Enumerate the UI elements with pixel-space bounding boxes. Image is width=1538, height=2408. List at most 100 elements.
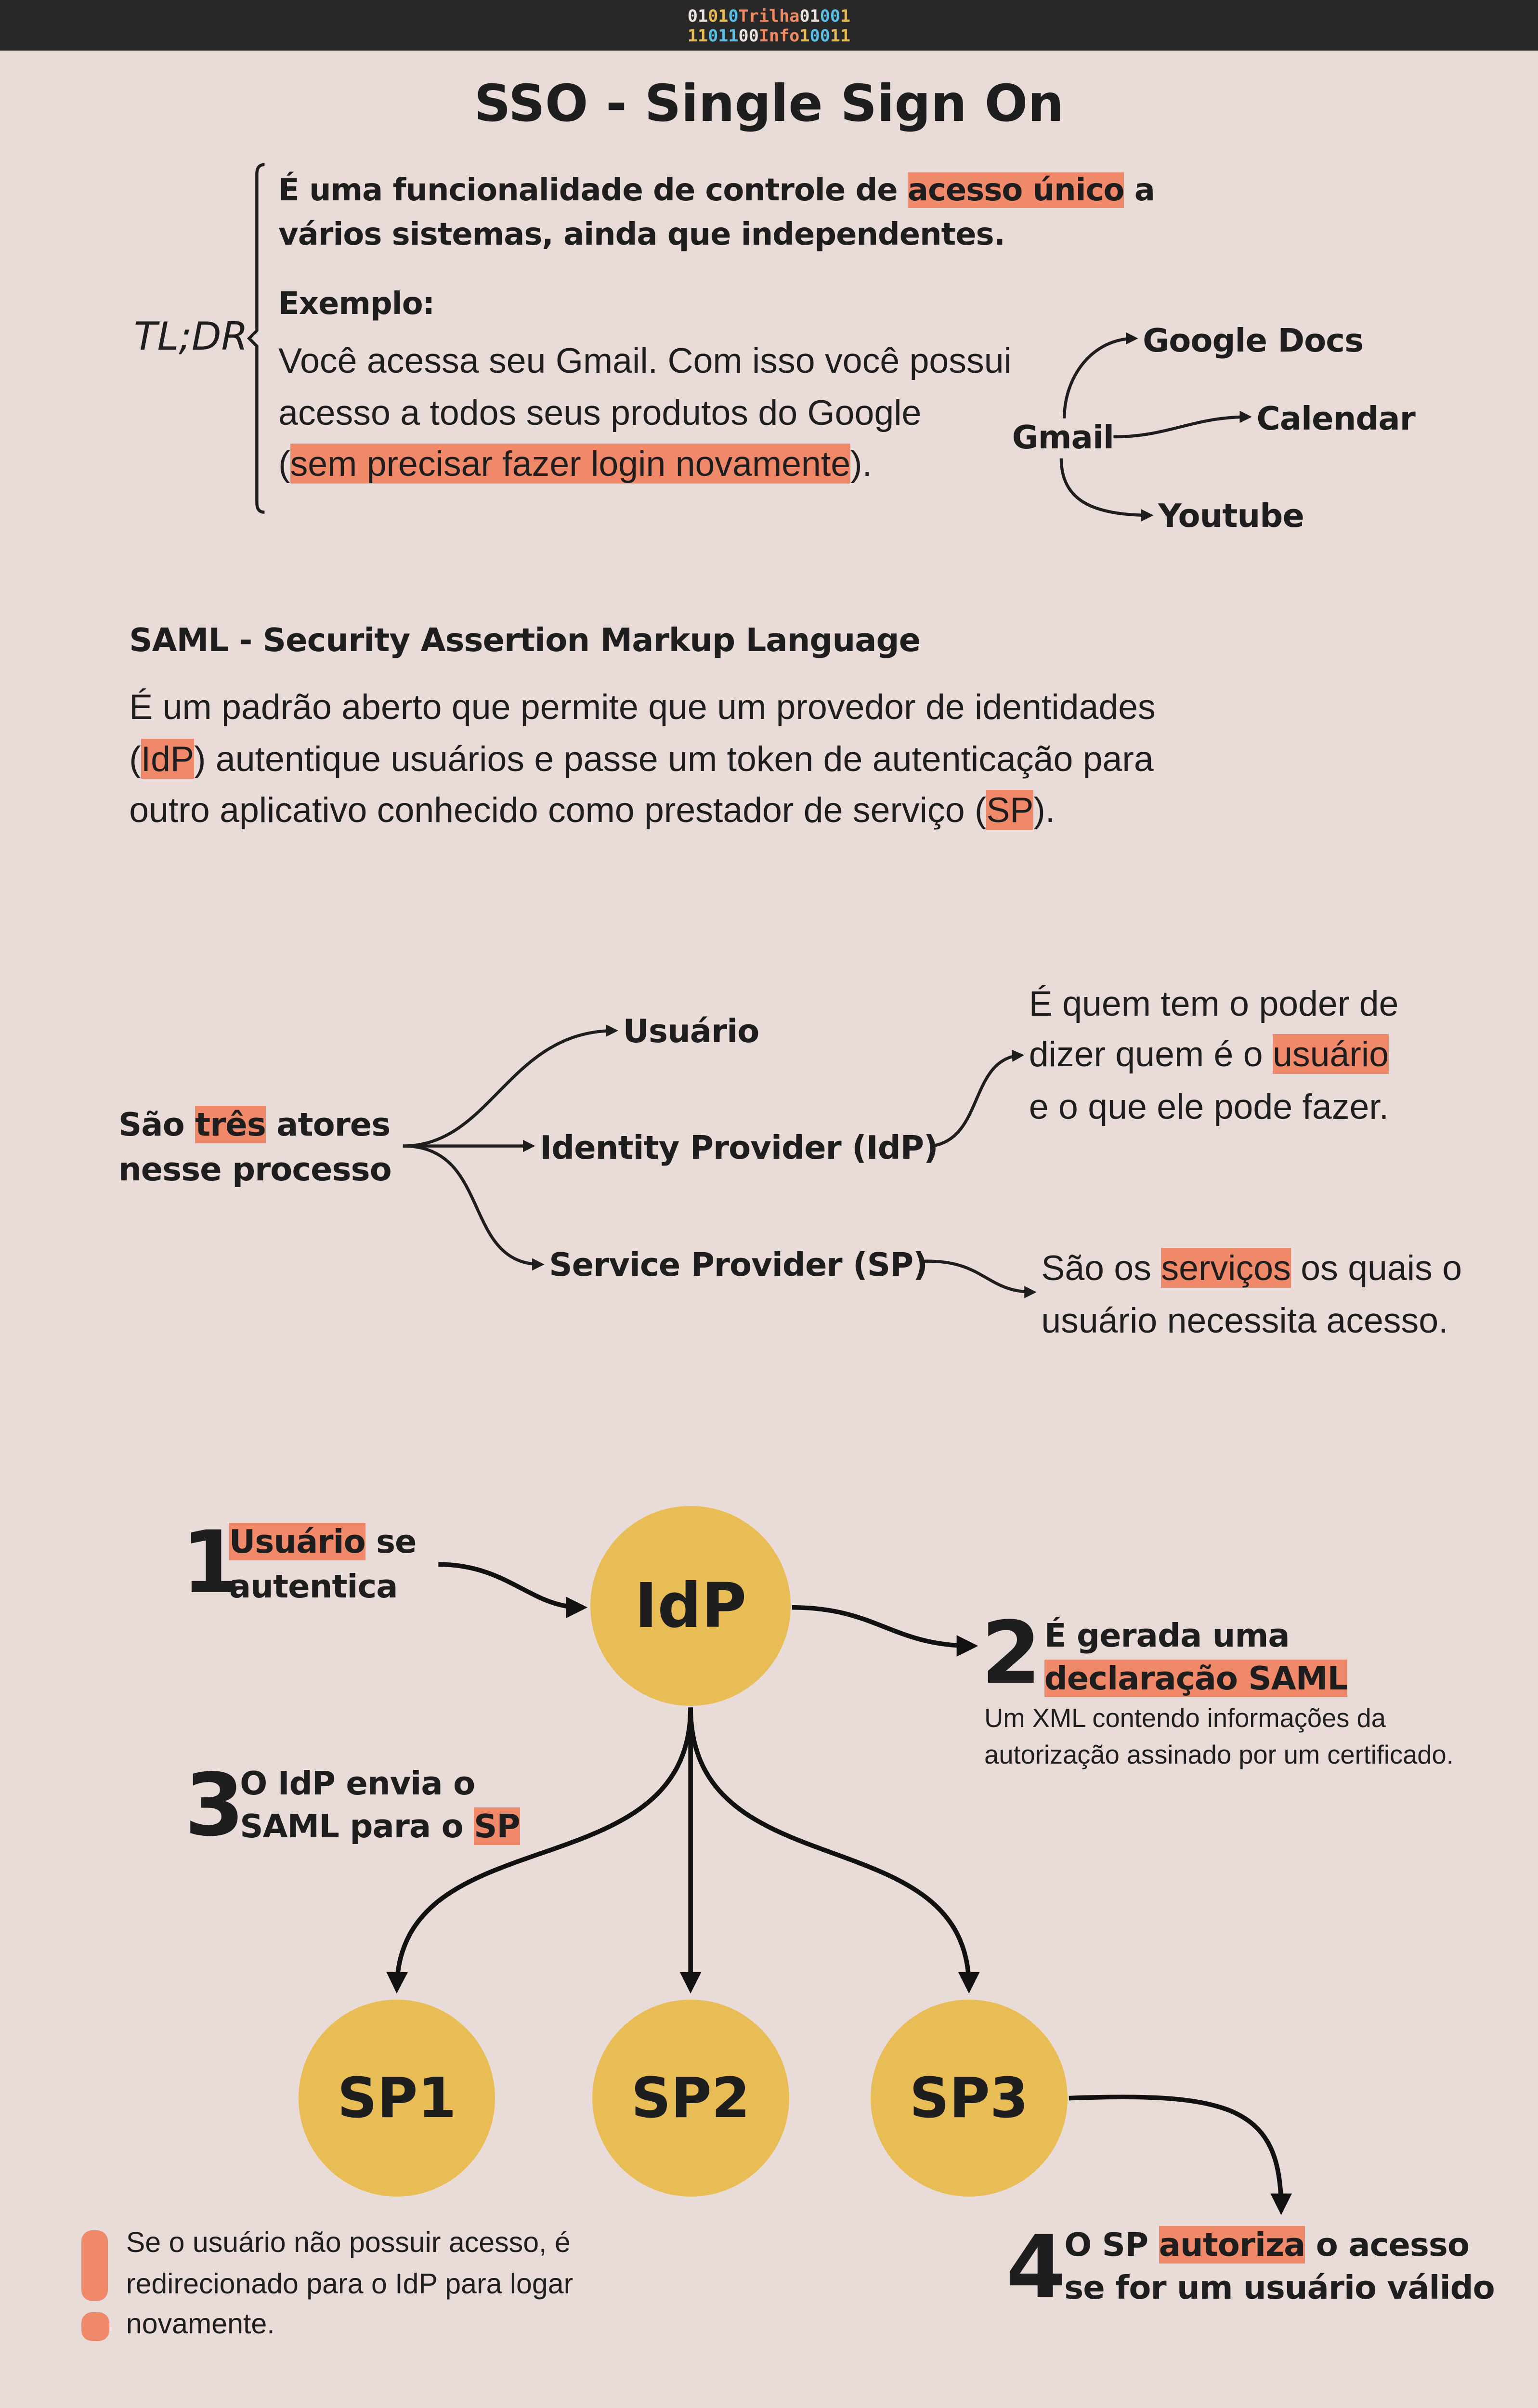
arrow-gmail-docs (1063, 332, 1138, 419)
step-4-line-2: se for um usuário válido (1064, 2269, 1495, 2307)
arrow-idp-sp3 (688, 1707, 980, 1994)
arrow-sp-desc (919, 1259, 1037, 1298)
sp3-circle: SP3 (870, 2000, 1068, 2197)
highlight: sem precisar fazer login novamente (290, 443, 851, 484)
saml-line-3: outro aplicativo conhecido como prestado… (129, 789, 1055, 830)
text: ). (850, 443, 873, 484)
arrow-step1-idp (438, 1562, 588, 1619)
brand-segment: 1 (840, 6, 851, 26)
step-2-desc-2: autorização assinado por um certificado. (984, 1740, 1454, 1770)
brand-segment: Trilha (738, 6, 800, 26)
arrow-sp3-step4 (1069, 2094, 1292, 2215)
gmail-label: Gmail (1012, 418, 1114, 456)
arrow-gmail-calendar (1113, 410, 1252, 439)
brand-line-1: 01010Trilha01001 (0, 6, 1538, 26)
sp-desc-1: São os serviços os quais o (1041, 1247, 1462, 1288)
arrow-idp-sp1 (386, 1707, 693, 1994)
brand-segment: 01 (708, 6, 729, 26)
note-line-3: novamente. (126, 2308, 275, 2340)
exclamation-bar (81, 2230, 108, 2302)
example-line-3: (sem precisar fazer login novamente). (278, 443, 872, 484)
text: os quais o (1290, 1248, 1462, 1288)
tldr-line-2: vários sistemas, ainda que independentes… (278, 217, 1005, 253)
text: se (365, 1523, 417, 1561)
sp-desc-2: usuário necessita acesso. (1041, 1300, 1448, 1340)
brand-segment: 00 (820, 6, 841, 26)
text: ( (278, 443, 290, 484)
highlight: usuário (1273, 1034, 1389, 1074)
step-1-line-2: autentica (229, 1567, 398, 1605)
text: o acesso (1305, 2225, 1470, 2264)
text: O SP (1064, 2225, 1159, 2264)
highlight: Usuário (229, 1523, 366, 1561)
arrow-actors-user (403, 1024, 618, 1148)
arrow-idp-desc (932, 1049, 1025, 1148)
tldr-line-1: É uma funcionalidade de controle de aces… (278, 172, 1155, 208)
page-title: SSO - Single Sign On (474, 74, 1064, 133)
step-1-line-1: Usuário se (229, 1523, 417, 1561)
brand-line-2: 1101100Info10011 (0, 26, 1538, 46)
text: ) autentique usuários e passe um token d… (194, 739, 1154, 779)
step-4-number: 4 (1005, 2217, 1066, 2317)
highlight: SP (474, 1807, 521, 1845)
google-docs-label: Google Docs (1143, 321, 1364, 359)
brand-segment: 01 (799, 6, 820, 26)
step-3-line-1: O IdP envia o (240, 1764, 475, 1802)
idp-desc-1: É quem tem o poder de (1029, 983, 1399, 1023)
text: São (118, 1106, 196, 1144)
brand-segment: 11 (687, 26, 708, 46)
brand-segment: 1 (799, 26, 810, 46)
arrow-gmail-youtube (1059, 458, 1154, 522)
highlight: três (195, 1106, 266, 1144)
highlight: autoriza (1159, 2225, 1305, 2264)
example-line-2: acesso a todos seus produtos do Google (278, 393, 922, 433)
highlight: acesso único (907, 172, 1124, 208)
step-2-line-1: É gerada uma (1044, 1616, 1290, 1654)
text: SAML para o (240, 1807, 474, 1845)
brand-segment: 00 (809, 26, 830, 46)
brand-segment: 01 (687, 6, 708, 26)
idp-desc-3: e o que ele pode fazer. (1029, 1086, 1389, 1126)
brand-segment: Info (758, 26, 800, 46)
arrow-actors-sp (403, 1144, 545, 1271)
text: É uma funcionalidade de controle de (278, 172, 908, 208)
text: São os (1041, 1248, 1161, 1288)
step-2-line-2: declaração SAML (1044, 1660, 1348, 1698)
step-4-line-1: O SP autoriza o acesso (1064, 2225, 1470, 2264)
step-2-desc-1: Um XML contendo informações da (984, 1703, 1386, 1733)
step-2-number: 2 (981, 1603, 1042, 1704)
text: atores (265, 1106, 391, 1144)
brand-segment: 0 (728, 6, 739, 26)
example-label: Exemplo: (278, 286, 435, 322)
highlight: serviços (1161, 1248, 1291, 1288)
step-3-number: 3 (184, 1755, 245, 1856)
tldr-label: TL;DR (133, 314, 248, 359)
brand-segment: 11 (830, 26, 851, 46)
text: ( (129, 739, 141, 779)
arrow-idp-step2 (792, 1605, 978, 1657)
actor-sp: Service Provider (SP) (549, 1246, 928, 1284)
actor-user: Usuário (623, 1012, 760, 1050)
brand-segment: 011 (708, 26, 739, 46)
saml-heading: SAML - Security Assertion Markup Languag… (129, 621, 921, 659)
idp-circle: IdP (590, 1505, 791, 1706)
saml-line-1: É um padrão aberto que permite que um pr… (129, 686, 1156, 727)
idp-desc-2: dizer quem é o usuário (1029, 1034, 1389, 1074)
text: outro aplicativo conhecido como prestado… (129, 789, 987, 830)
text: ). (1033, 789, 1056, 830)
saml-line-2: (IdP) autentique usuários e passe um tok… (129, 738, 1154, 779)
actors-line-1: São três atores (118, 1106, 391, 1144)
actors-line-2: nesse processo (118, 1151, 392, 1189)
note-line-1: Se o usuário não possuir acesso, é (126, 2226, 571, 2258)
highlight: declaração SAML (1044, 1660, 1348, 1698)
sp1-circle: SP1 (298, 2000, 495, 2197)
text: dizer quem é o (1029, 1034, 1273, 1074)
actor-idp: Identity Provider (IdP) (540, 1129, 938, 1167)
exclamation-dot (81, 2312, 109, 2342)
top-bar: 01010Trilha01001 1101100Info10011 (0, 0, 1538, 51)
brand-segment: 00 (738, 26, 759, 46)
text: a (1124, 172, 1155, 208)
highlight: IdP (141, 739, 195, 779)
